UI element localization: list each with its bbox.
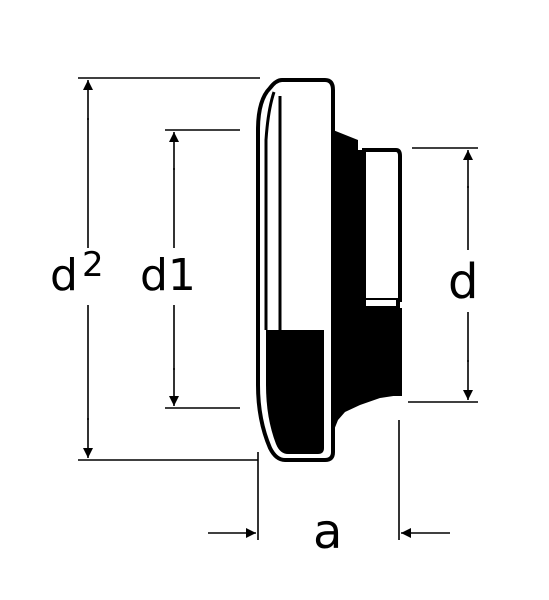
stem	[362, 148, 402, 302]
extension-lines	[78, 77, 478, 540]
flange-lower-dark	[266, 330, 324, 454]
stem-dark	[362, 308, 402, 396]
dimension-lines	[83, 80, 473, 538]
label-a: a	[313, 504, 342, 560]
flange-top-edge	[264, 91, 276, 330]
label-d: d	[448, 254, 478, 310]
stem-highlight	[366, 300, 396, 306]
label-d2-sup: 2	[82, 245, 104, 285]
label-d1: d1	[140, 250, 196, 301]
part-profile	[256, 78, 402, 462]
flange-shadow	[280, 100, 322, 322]
label-d2-base: d	[50, 250, 78, 301]
flange-highlight	[282, 319, 322, 326]
